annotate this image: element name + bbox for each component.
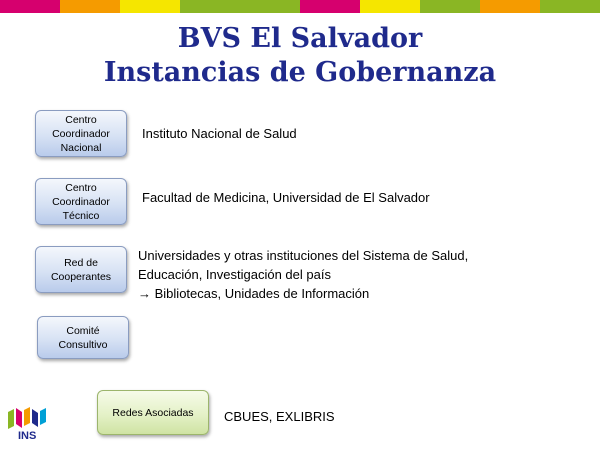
centro-coordinador-tecnico-text: Facultad de Medicina, Universidad de El … bbox=[142, 190, 430, 205]
text-line-label: Bibliotecas, Unidades de Información bbox=[154, 286, 370, 301]
title-line-2: Instancias de Gobernanza bbox=[103, 57, 497, 88]
text-line: → Bibliotecas, Unidades de Información bbox=[138, 284, 468, 303]
comite-consultivo-box: Comité Consultivo bbox=[37, 316, 129, 359]
color-segment bbox=[0, 0, 60, 13]
centro-coordinador-nacional-box: Centro Coordinador Nacional bbox=[35, 110, 127, 157]
red-de-cooperantes-box: Red de Cooperantes bbox=[35, 246, 127, 293]
box-label: Centro Coordinador Nacional bbox=[52, 113, 110, 154]
redes-asociadas-text: CBUES, EXLIBRIS bbox=[224, 409, 335, 424]
title-line-1: BVS El Salvador bbox=[177, 23, 423, 54]
logo-text: INS bbox=[18, 430, 36, 442]
top-color-bar bbox=[0, 0, 600, 13]
text-line: Educación, Investigación del país bbox=[138, 267, 331, 282]
color-segment bbox=[120, 0, 180, 13]
color-segment bbox=[240, 0, 300, 13]
arrow-icon: → bbox=[138, 286, 151, 301]
color-segment bbox=[480, 0, 540, 13]
color-segment bbox=[300, 0, 360, 13]
color-segment bbox=[180, 0, 240, 13]
color-segment bbox=[420, 0, 480, 13]
ins-logo-icon: INS bbox=[6, 406, 50, 442]
color-segment bbox=[60, 0, 120, 13]
slide-title: BVS El Salvador Instancias de Gobernanza bbox=[0, 22, 600, 90]
red-de-cooperantes-text: Universidades y otras instituciones del … bbox=[138, 246, 468, 303]
centro-coordinador-nacional-text: Instituto Nacional de Salud bbox=[142, 126, 297, 141]
box-label: Red de Cooperantes bbox=[50, 256, 112, 283]
color-segment bbox=[360, 0, 420, 13]
box-label: Comité Consultivo bbox=[58, 324, 108, 351]
box-label: Centro Coordinador Técnico bbox=[52, 181, 110, 222]
text-line: Universidades y otras instituciones del … bbox=[138, 248, 469, 263]
color-segment bbox=[540, 0, 600, 13]
redes-asociadas-box: Redes Asociadas bbox=[97, 390, 209, 435]
box-label: Redes Asociadas bbox=[112, 406, 194, 419]
centro-coordinador-tecnico-box: Centro Coordinador Técnico bbox=[35, 178, 127, 225]
